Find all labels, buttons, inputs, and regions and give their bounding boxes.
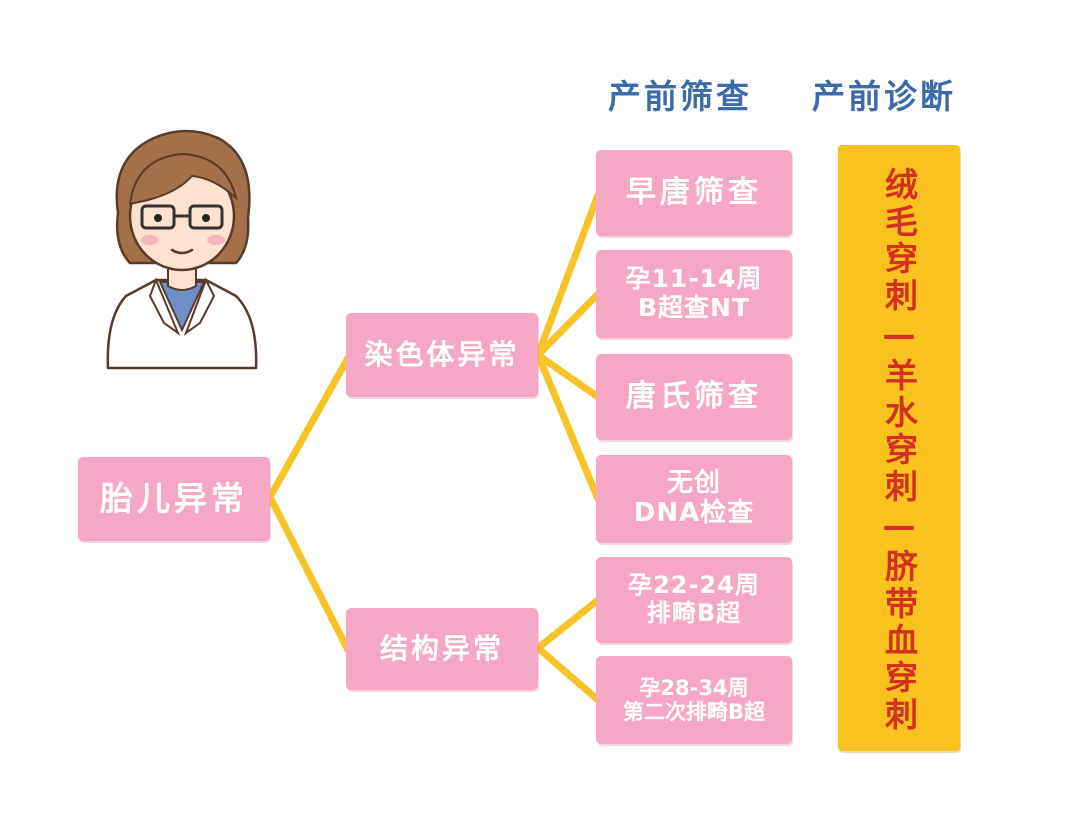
screening-item-text: 排畸B超 (646, 599, 742, 627)
prenatal-diagnosis-heading: 产前诊断 (812, 77, 956, 116)
screening-item-down-syndrome: 唐氏筛查 (596, 354, 792, 440)
connector-structural-22 (534, 596, 602, 652)
connector-chromosome-dna (534, 351, 602, 503)
prenatal-diagnosis-bar (838, 145, 960, 751)
screening-item-text: 第二次排畸B超 (622, 700, 765, 724)
chromosome-abnormality-node: 染色体异常 (346, 313, 538, 397)
connector-structural-28 (534, 644, 602, 704)
screening-item-text: 孕11-14周 (625, 264, 763, 294)
connector-chromosome-down (534, 351, 602, 401)
screening-item-text: DNA检查 (633, 498, 755, 528)
screening-item-second-anomaly-scan: 孕28-34周 第二次排畸B超 (596, 656, 792, 744)
screening-item-nipt: 无创 DNA检查 (596, 455, 792, 543)
connector-chromosome-nt (534, 290, 602, 359)
connector-root-structural (266, 493, 352, 654)
connector-chromosome-early (534, 191, 602, 359)
prenatal-screening-heading: 产前筛查 (608, 77, 752, 116)
fetal-abnormality-node: 胎儿异常 (78, 457, 270, 541)
screening-item-text: 孕22-24周 (628, 571, 760, 600)
prenatal-diagnosis-procedures: 绒毛穿刺—羊水穿刺—脐带血穿刺 (879, 166, 919, 734)
screening-item-text: 唐氏筛查 (626, 378, 762, 414)
structural-abnormality-node: 结构异常 (346, 608, 538, 690)
screening-item-anomaly-scan: 孕22-24周 排畸B超 (596, 557, 792, 643)
screening-item-nt-ultrasound: 孕11-14周 B超查NT (596, 250, 792, 338)
screening-item-text: 早唐筛查 (626, 174, 762, 210)
screening-item-text: 无创 (666, 468, 721, 499)
doctor-illustration (106, 129, 258, 370)
screening-item-text: 孕28-34周 (639, 675, 749, 700)
connector-root-chromosome (266, 354, 352, 501)
screening-item-early-down: 早唐筛查 (596, 150, 792, 236)
screening-item-text: B超查NT (637, 293, 751, 322)
